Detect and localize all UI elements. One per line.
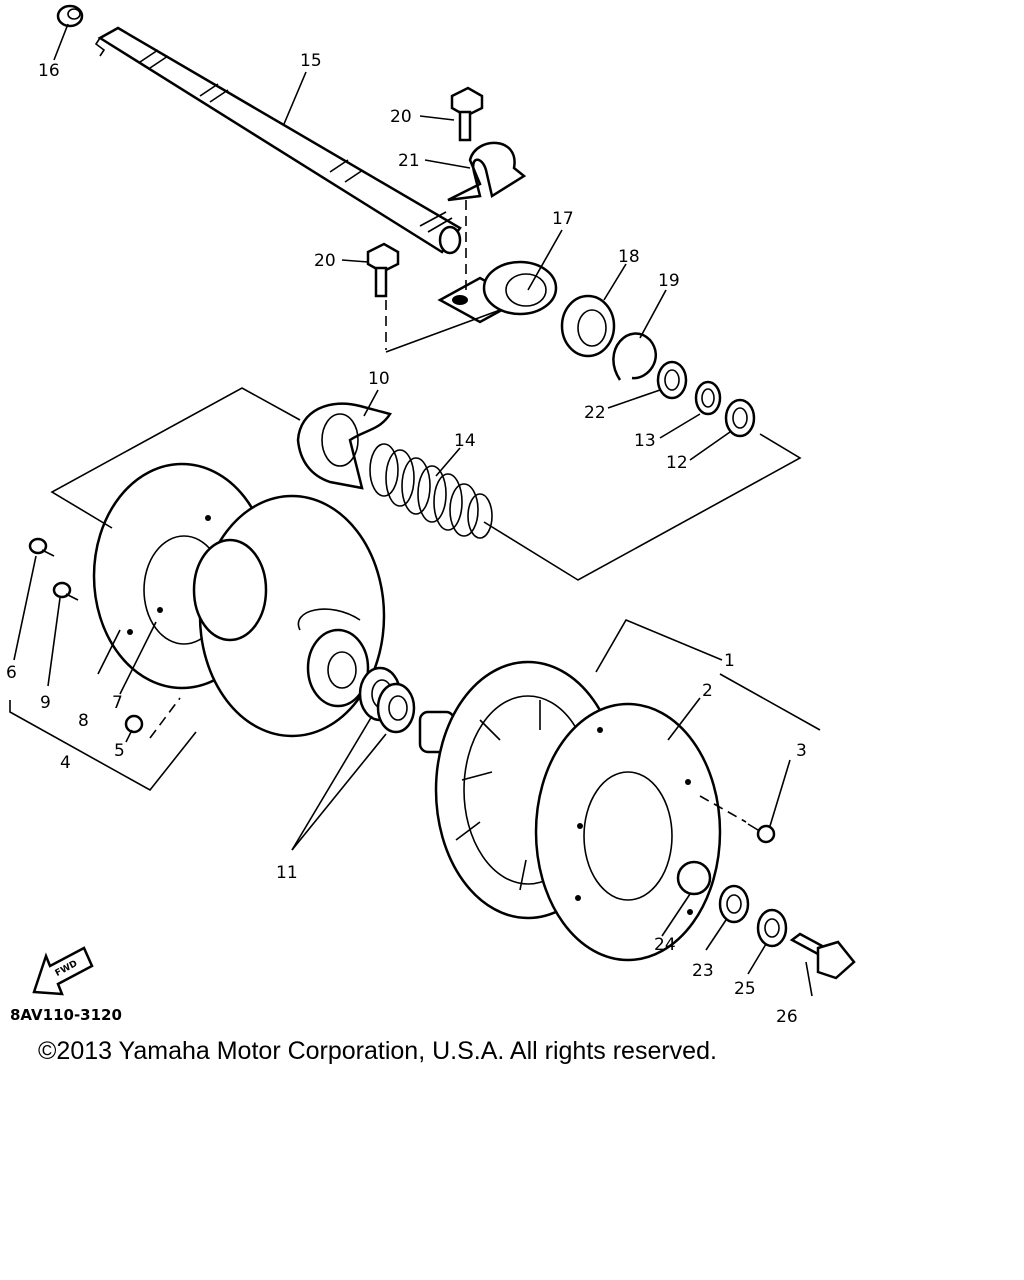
callout-14: 14: [454, 431, 476, 451]
callout-13: 13: [634, 431, 656, 451]
part-5-nut: [124, 714, 144, 734]
part-14-spring: [369, 443, 493, 539]
part-20-bolt-lower: [366, 242, 400, 298]
part-3-screw: [747, 823, 776, 844]
callout-24: 24: [654, 935, 676, 955]
callout-22: 22: [584, 403, 606, 423]
callout-15: 15: [300, 51, 322, 71]
part-2-plate: [534, 702, 722, 962]
drawing-code: 8AV110-3120: [10, 1006, 122, 1024]
callout-2: 2: [702, 681, 713, 701]
leader-lines: [13, 23, 813, 997]
callout-25: 25: [734, 979, 756, 999]
callout-23: 23: [692, 961, 714, 981]
callout-8: 8: [78, 711, 89, 731]
callout-20-lower: 20: [314, 251, 336, 271]
part-10-cam: [296, 402, 392, 490]
callout-11: 11: [276, 863, 298, 883]
part-20-bolt-upper: [450, 86, 484, 142]
exploded-parts-diagram: 1 2 3 4 5 6 7 8 9 10 11 12 13 14 15 16 1…: [6, 4, 856, 1027]
callout-labels: 1 2 3 4 5 6 7 8 9 10 11 12 13 14 15 16 1…: [6, 51, 807, 1027]
callout-12: 12: [666, 453, 688, 473]
part-24-collar: [676, 860, 712, 896]
callout-17: 17: [552, 209, 574, 229]
forward-arrow-icon: FWD: [32, 946, 94, 996]
callout-7: 7: [112, 693, 123, 713]
part-4-sheave: [192, 494, 386, 738]
part-18-bearing: [560, 294, 616, 358]
part-13-washer: [694, 380, 722, 416]
part-16-cap: [56, 4, 84, 28]
part-11-bushings: [358, 666, 416, 734]
part-12-washer: [724, 398, 756, 438]
part-22-washer: [656, 360, 688, 400]
part-9-screw: [52, 581, 79, 601]
callout-16: 16: [38, 61, 60, 81]
callout-10: 10: [368, 369, 390, 389]
part-19-circlip: [612, 332, 657, 381]
copyright-notice: ©2013 Yamaha Motor Corporation, U.S.A. A…: [38, 1037, 717, 1065]
callout-4: 4: [60, 753, 71, 773]
assembly-outline-lines: [9, 200, 821, 823]
part-23-washer: [718, 884, 750, 924]
callout-26: 26: [776, 1007, 798, 1027]
part-25-washer: [756, 908, 788, 948]
callout-1: 1: [724, 651, 735, 671]
callout-19: 19: [658, 271, 680, 291]
callout-5: 5: [114, 741, 125, 761]
callout-20-upper: 20: [390, 107, 412, 127]
callout-9: 9: [40, 693, 51, 713]
part-26-bolt: [789, 932, 856, 980]
part-15-shaft: [94, 26, 462, 255]
callout-21: 21: [398, 151, 420, 171]
callout-3: 3: [796, 741, 807, 761]
part-21-clamp: [447, 141, 527, 202]
part-6-screw: [28, 537, 55, 557]
part-17-bearing-housing: [437, 260, 558, 324]
callout-6: 6: [6, 663, 17, 683]
callout-18: 18: [618, 247, 640, 267]
